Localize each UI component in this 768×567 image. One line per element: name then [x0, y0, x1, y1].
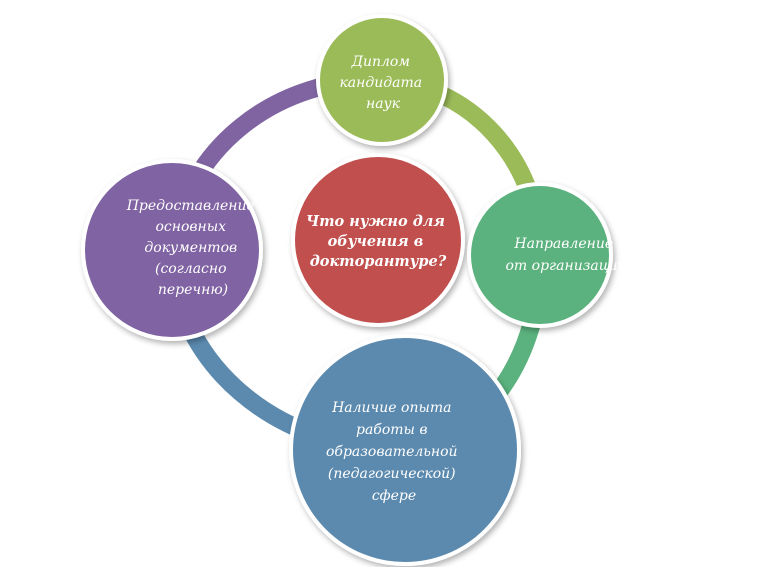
node-label-bottom: Наличие опыта работы в образовательной (… [326, 400, 462, 504]
center-label-line: Что нужно для [306, 213, 445, 230]
node-label-line: наук [366, 96, 401, 112]
node-label-line: Предоставление [126, 198, 255, 214]
node-label-line: Наличие опыта [331, 400, 451, 416]
node-label-right: Направление от организации [506, 236, 627, 274]
node-label-line: основных [155, 219, 226, 235]
center-label: Что нужно для обучения в докторантуре? [306, 213, 450, 270]
node-label-line: от организации [506, 258, 627, 274]
node-label-line: сфере [372, 488, 416, 504]
node-label-line: документов [144, 240, 237, 256]
node-label-line: Направление [513, 236, 613, 252]
node-label-left: Предоставление основных документов (согл… [126, 198, 260, 298]
node-label-line: работы в [356, 422, 428, 438]
node-label-top: Диплом кандидата наук [339, 54, 426, 112]
node-label-line: перечню) [158, 282, 228, 298]
node-circle-bottom [289, 334, 521, 566]
center-circle [291, 153, 465, 327]
node-circle-right [467, 182, 613, 328]
center-label-line: обучения в [328, 233, 424, 250]
node-label-line: (педагогической) [328, 466, 456, 482]
node-label-line: Диплом [351, 54, 410, 70]
node-label-line: кандидата [339, 75, 422, 91]
node-label-line: (согласно [155, 261, 227, 277]
node-circle-top [316, 14, 448, 146]
center-label-line: докторантуре? [310, 253, 447, 270]
node-circle-left [81, 159, 263, 341]
node-label-line: образовательной [326, 444, 458, 460]
